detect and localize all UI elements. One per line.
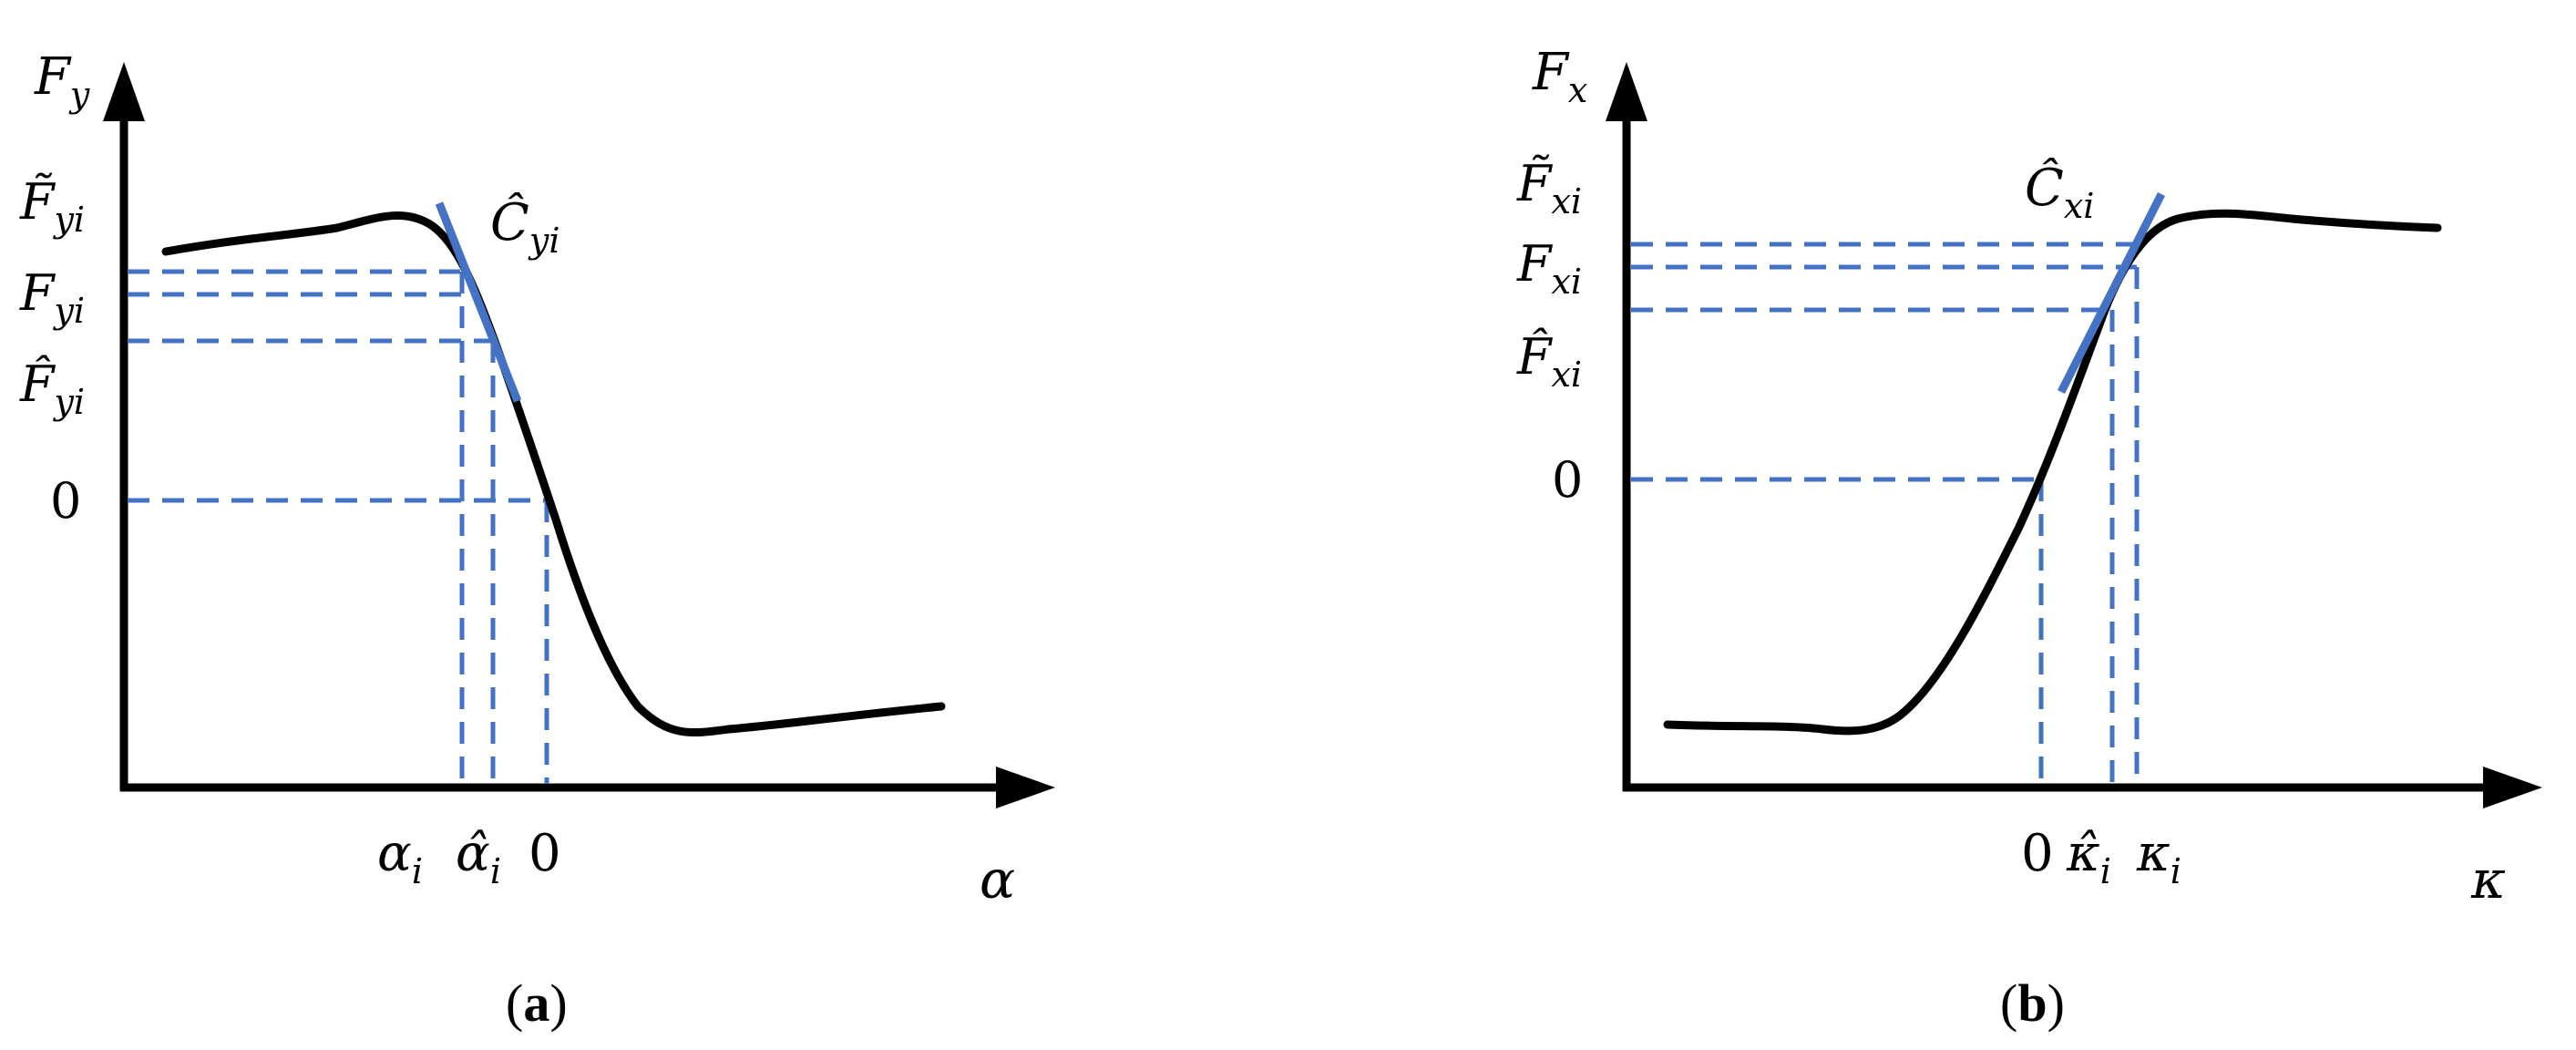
panel-b-tangent-line xyxy=(2057,191,2166,395)
panel-a-force-curve xyxy=(161,211,946,737)
panel-b-ytick-zero: 0 xyxy=(1552,451,1583,509)
panel-a-y-axis-label: Fy xyxy=(34,47,90,115)
panel-a-x-axis-arrowhead xyxy=(996,767,1055,808)
panel-b-guides xyxy=(1631,242,2140,784)
panel-b-ytick-plain: Fxi xyxy=(1516,235,1582,302)
panel-a-ytick-plain: Fyi xyxy=(19,264,85,331)
panel-a-caption: (a) xyxy=(506,973,568,1033)
panel-b-y-axis-label: Fx xyxy=(1532,43,1587,110)
panel-b-xtick-kappahat: κ̂i xyxy=(2066,824,2111,891)
panel-a-tangent-line xyxy=(435,201,522,403)
panel-a-ytick-hat: F̂yi xyxy=(19,355,85,422)
panel-b-xtick-kappa: κi xyxy=(2136,824,2181,891)
panel-b-x-axis-label: κ xyxy=(2470,849,2506,911)
panel-a-xtick-alpha: αi xyxy=(377,824,423,891)
panel-a-guides xyxy=(128,269,549,784)
panel-a-tangent-label: Ĉyi xyxy=(490,191,559,261)
panel-b-xtick-zero: 0 xyxy=(2021,824,2054,883)
panel-a-ytick-zero: 0 xyxy=(50,472,81,530)
panel-a-xtick-zero: 0 xyxy=(529,824,561,883)
panel-a: Fy Ĉyi F̃yi Fyi F̂yi 0 αi α̂i 0 α (a) xyxy=(19,47,1055,1033)
panel-b-ytick-tilde: F̃xi xyxy=(1516,154,1582,221)
panel-b-x-axis-arrowhead xyxy=(2483,767,2542,808)
panel-b-y-axis-arrowhead xyxy=(1606,62,1647,121)
panel-b-ytick-hat: F̂xi xyxy=(1516,327,1582,395)
panel-b: Fx Ĉxi F̃xi Fxi F̂xi 0 0 κ̂i κi κ (b) xyxy=(1516,43,2542,1033)
panel-a-ytick-tilde: F̃yi xyxy=(19,172,85,240)
panel-b-caption: (b) xyxy=(2000,973,2065,1033)
panel-a-xtick-alphahat: α̂i xyxy=(456,824,501,891)
panel-b-tangent-label: Ĉxi xyxy=(2025,157,2094,226)
panel-a-y-axis-arrowhead xyxy=(103,62,145,121)
panel-a-x-axis-label: α xyxy=(980,849,1015,911)
panel-b-force-curve xyxy=(1663,209,2442,736)
